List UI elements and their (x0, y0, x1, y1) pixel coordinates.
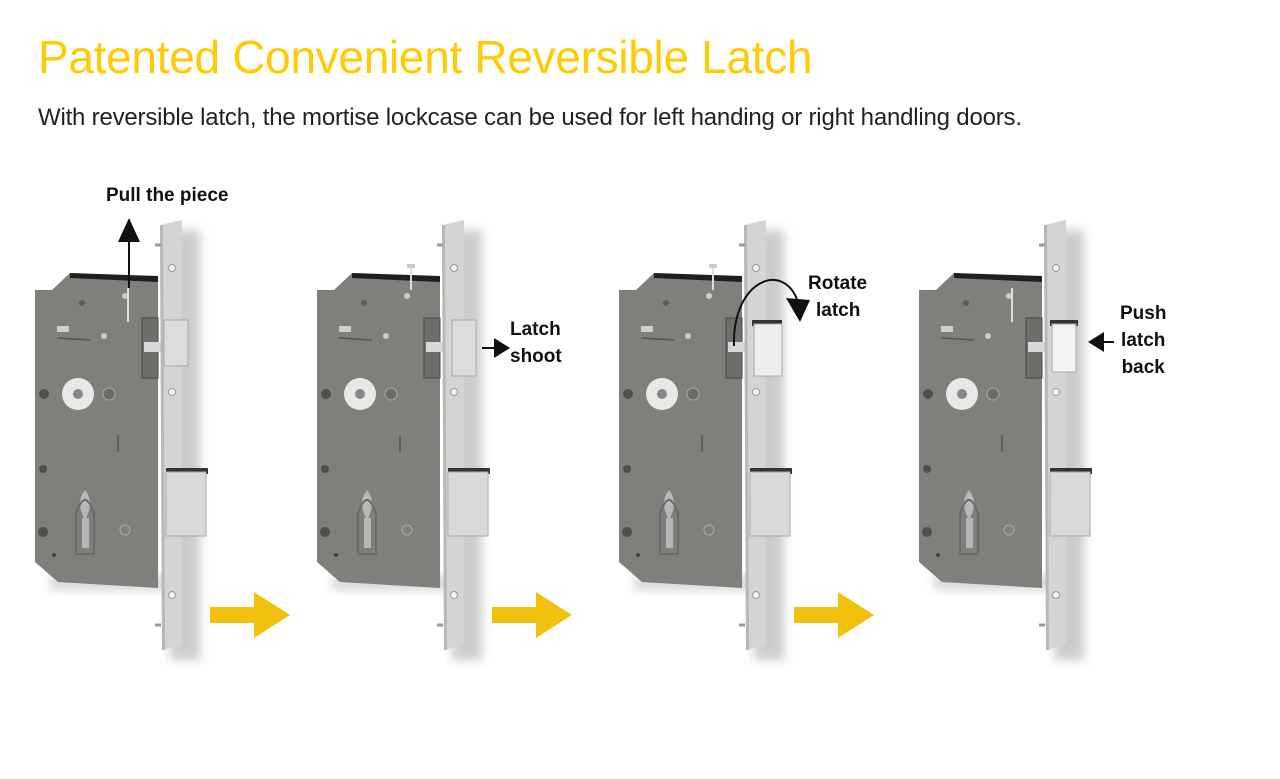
step-4-label: Push latch back (1120, 303, 1167, 378)
mortise-lock-illustration (919, 220, 1114, 660)
step-1-label: Pull the piece (106, 185, 229, 206)
page-title: Patented Convenient Reversible Latch (38, 31, 813, 83)
next-step-arrow-icon (794, 592, 874, 638)
curved-arrow-icon (732, 279, 799, 347)
next-step-arrow-icon (210, 592, 290, 638)
left-arrow-icon (1088, 342, 1104, 352)
step-2-label: Latch shoot (510, 319, 562, 367)
next-step-arrow-icon (492, 592, 572, 638)
mortise-lock-illustration (619, 220, 810, 660)
mortise-lock-illustration (317, 220, 510, 660)
step-2-latch-shoot: Latch shoot (312, 170, 612, 670)
step-1-pull-piece: Pull the piece (30, 170, 330, 670)
step-3-label: Rotate latch (808, 273, 868, 321)
page-subtitle: With reversible latch, the mortise lockc… (38, 104, 1022, 131)
mortise-lock-illustration (35, 218, 208, 660)
step-3-rotate-latch: Rotate latch (614, 170, 914, 670)
step-4-push-latch-back: Push latch back (914, 170, 1214, 670)
